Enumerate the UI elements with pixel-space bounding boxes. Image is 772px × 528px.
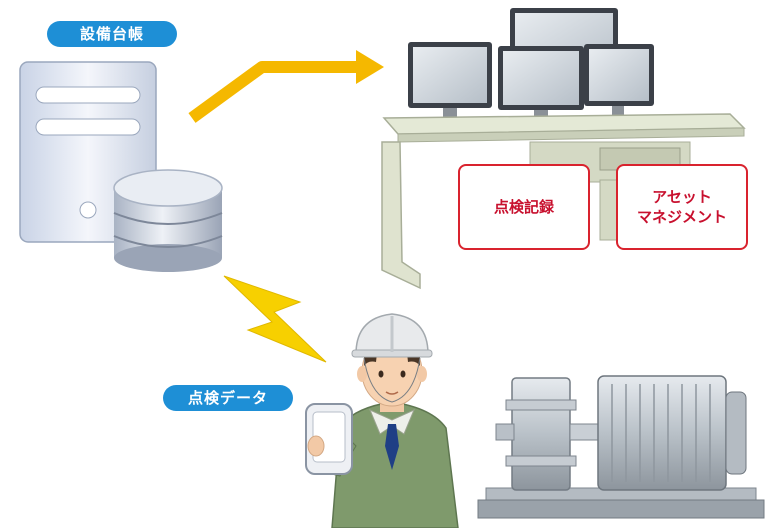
motor-icon (477, 375, 765, 519)
tablet-icon (305, 403, 353, 475)
inspection-records-box: 点検記録 (458, 164, 590, 250)
inspection-data-label: 点検データ (163, 385, 293, 411)
lightning-icon (223, 275, 327, 363)
asset-management-line2: マネジメント (636, 208, 727, 226)
database-icon (113, 169, 223, 272)
inspection-records-text: 点検記録 (493, 198, 554, 216)
asset-management-box: アセット マネジメント (616, 164, 748, 250)
asset-management-line1: アセット (652, 188, 712, 206)
arrow-icon (188, 50, 384, 123)
equipment-ledger-label: 設備台帳 (47, 21, 177, 47)
worker-icon (309, 313, 459, 528)
